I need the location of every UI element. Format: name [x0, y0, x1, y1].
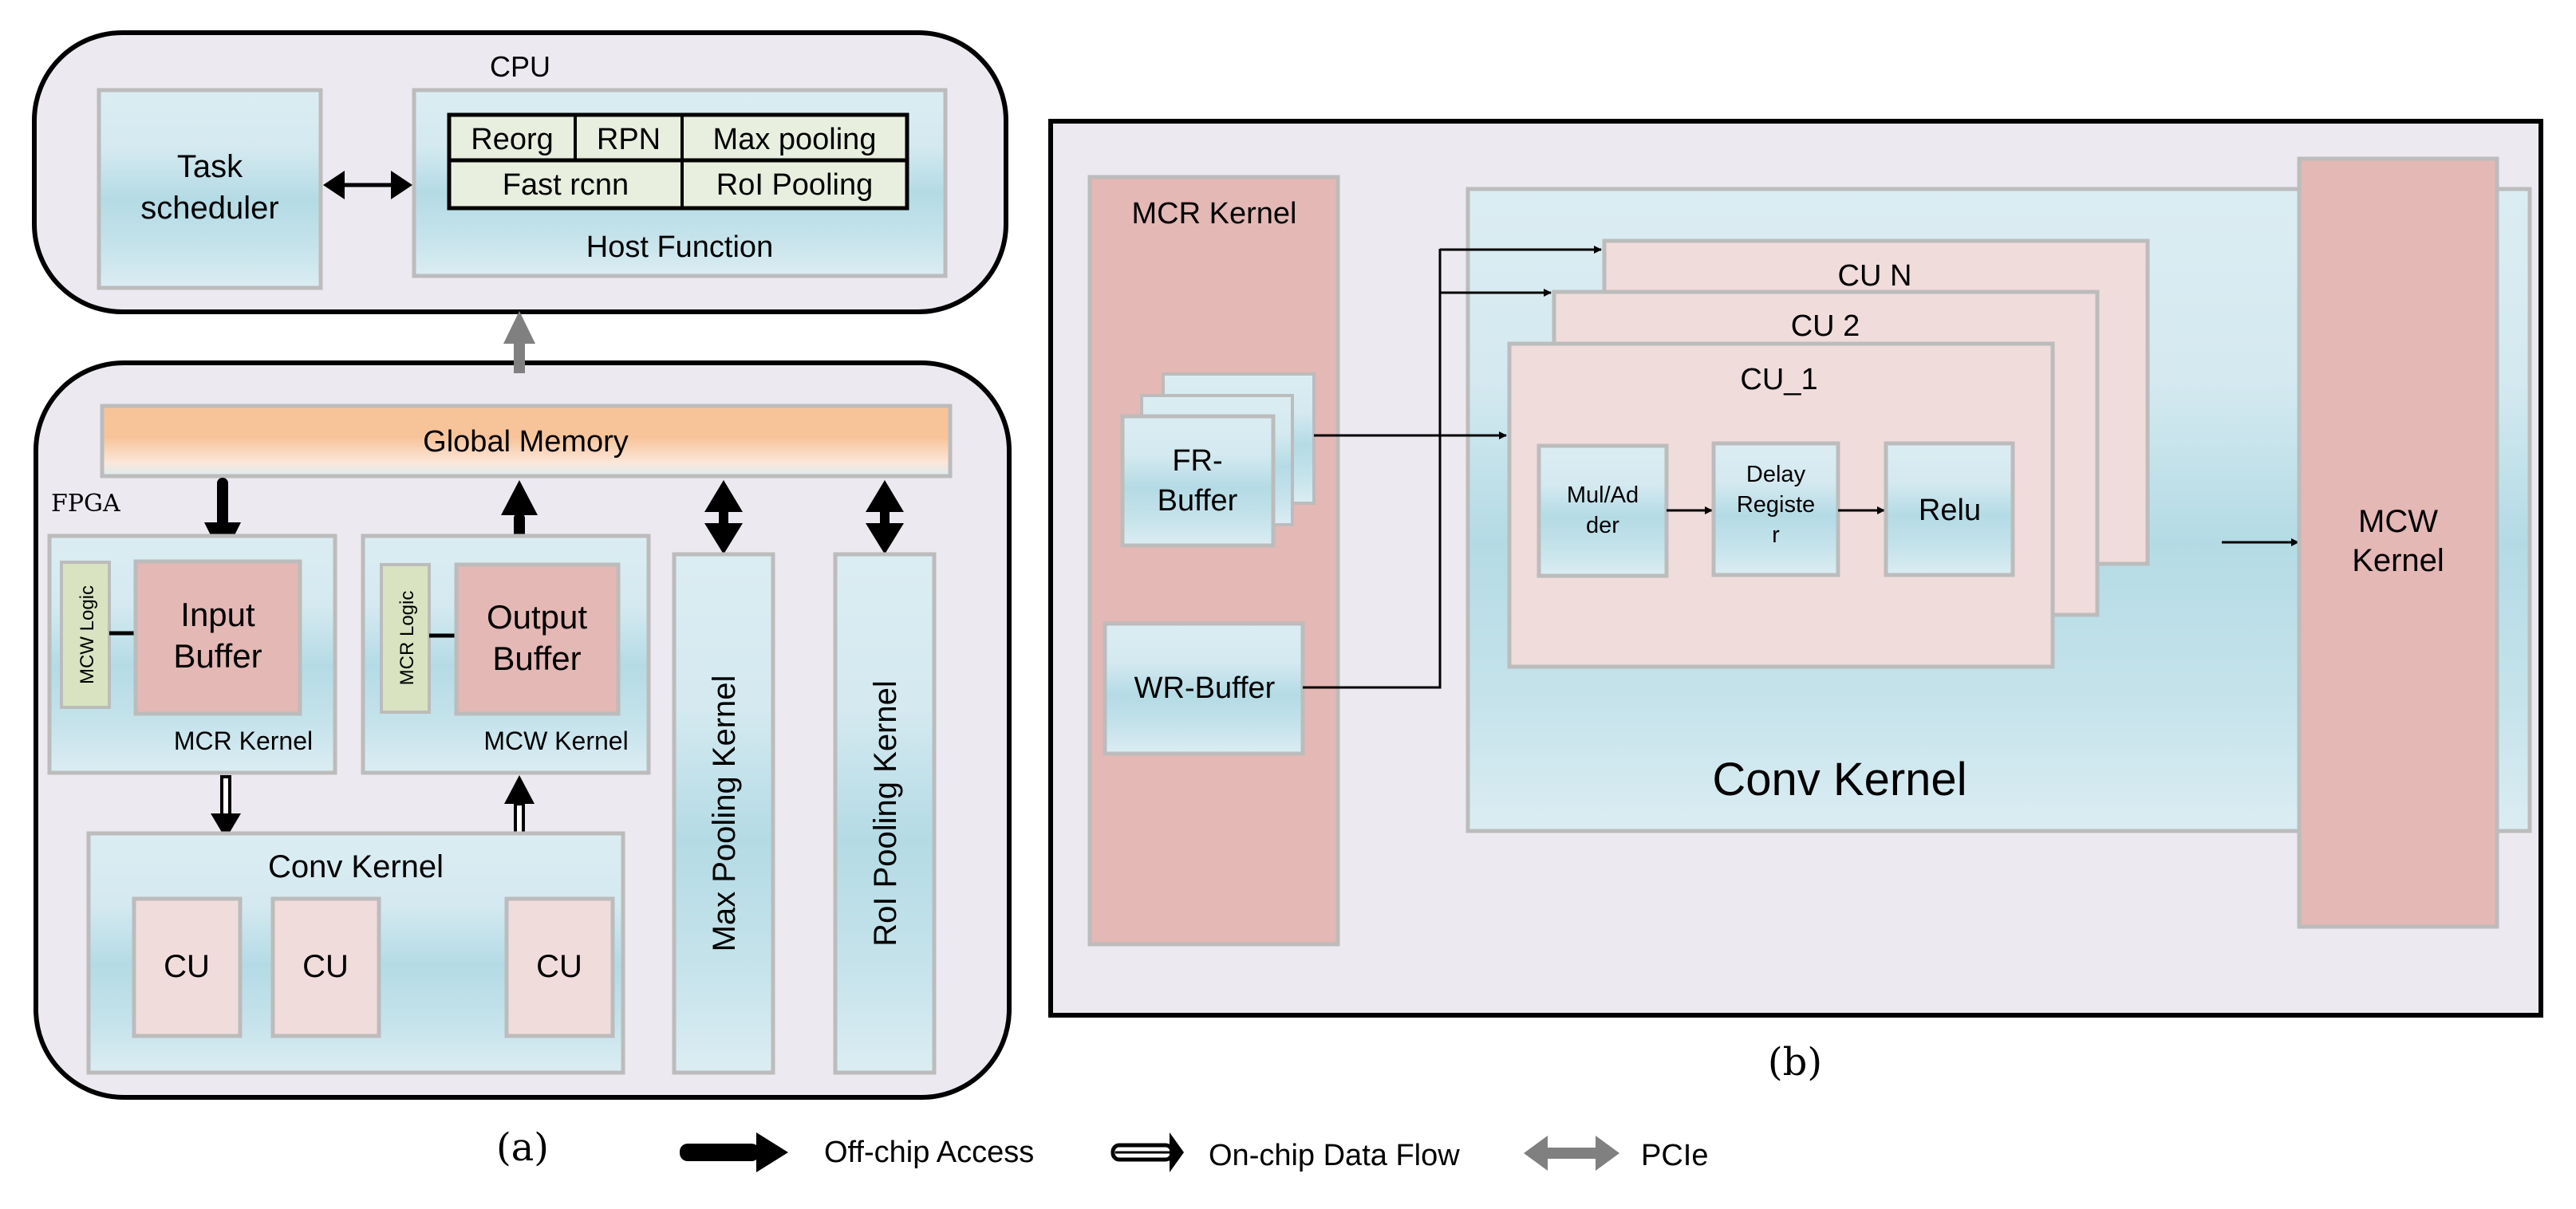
onchip-arrow-to-conv [211, 775, 241, 839]
conv-kernel-box-a: Conv Kernel CU CU CU [86, 831, 625, 1075]
fpga-label: FPGA [51, 490, 120, 518]
conv-kernel-label-b: Conv Kernel [1712, 754, 1967, 805]
cu-label: CU [164, 949, 210, 984]
mcr-kernel-box: MCW Logic Input Buffer MCR Kernel [47, 534, 337, 775]
task-scheduler-box: Task scheduler [97, 88, 323, 290]
mcw-kernel-box-b: MCW Kernel [2297, 156, 2499, 929]
table-cell-reorg: Reorg [471, 123, 554, 156]
delay-register-line2: Registe [1737, 492, 1815, 518]
mcr-logic-label: MCR Logic [396, 591, 418, 686]
max-pooling-kernel-box: Max Pooling Kernel [672, 552, 775, 1075]
output-buffer-line2: Buffer [492, 640, 581, 677]
scheduler-host-arrow [323, 171, 412, 199]
legend-item-pcie: PCIe [1524, 1136, 1708, 1172]
offchip-arrow-max-pooling [704, 480, 743, 554]
table-cell-fast-rcnn: Fast rcnn [503, 168, 629, 202]
panel-b: MCR Kernel FR- Buffer WR-Buffer CU N [1048, 119, 2543, 1085]
output-buffer-line1: Output [487, 598, 587, 636]
mcw-logic-label: MCW Logic [77, 585, 98, 684]
cu-label: CU [302, 949, 349, 984]
mul-adder-line1: Mul/Ad [1567, 482, 1639, 508]
delay-register-line3: r [1772, 522, 1780, 548]
cu-1-block: CU_1 Mul/Ad der Delay Registe r Relu [1507, 341, 2055, 669]
fr-buffer-line2: Buffer [1158, 484, 1238, 518]
input-buffer-line2: Buffer [173, 637, 262, 675]
offchip-arrow-icon [680, 1144, 759, 1161]
pcie-arrow-icon [1524, 1136, 1619, 1171]
mcr-logic-block [380, 563, 431, 714]
input-buffer-block [133, 559, 302, 716]
table-cell-roi-pooling: RoI Pooling [716, 168, 873, 202]
legend-item-offchip: Off-chip Access [680, 1132, 1034, 1172]
roi-pooling-kernel-box: RoI Pooling Kernel [833, 552, 937, 1075]
mcw-kernel-line1: MCW [2358, 504, 2438, 539]
cpu-label: CPU [490, 50, 550, 83]
legend-label-pcie: PCIe [1641, 1139, 1708, 1172]
cu-n-label: CU N [1838, 259, 1912, 293]
mcw-kernel-line2: Kernel [2352, 543, 2444, 578]
host-function-table: Reorg RPN Max pooling Fast rcnn RoI Pool… [447, 112, 909, 211]
fr-buffer-line1: FR- [1172, 444, 1222, 478]
caption-b: (b) [1768, 1040, 1822, 1085]
offchip-arrow-roi-pooling [866, 480, 904, 554]
wr-buffer-to-cus-connector [1303, 246, 1602, 689]
cu-block: CU [270, 896, 381, 1038]
cu-label: CU [536, 949, 582, 984]
caption-a: (a) [496, 1125, 549, 1170]
host-function-label: Host Function [586, 230, 773, 264]
max-pooling-kernel-label: Max Pooling Kernel [707, 675, 742, 952]
mcr-kernel-label-b: MCR Kernel [1132, 197, 1297, 230]
global-memory-box: Global Memory [100, 404, 953, 478]
delay-register-unit: Delay Registe r [1711, 441, 1840, 577]
roi-pooling-kernel-label: RoI Pooling Kernel [868, 680, 903, 947]
table-cell-max-pooling: Max pooling [713, 123, 877, 156]
mcw-logic-block [60, 561, 111, 709]
table-cell-rpn: RPN [597, 123, 661, 156]
cu-1-label: CU_1 [1740, 363, 1817, 396]
task-scheduler-line1: Task [177, 149, 243, 184]
fr-buffer-stack: FR- Buffer [1120, 372, 1316, 548]
legend-label-offchip: Off-chip Access [824, 1136, 1034, 1169]
mcw-kernel-label: MCW Kernel [483, 727, 628, 755]
output-buffer-block [454, 562, 621, 716]
global-memory-label: Global Memory [423, 425, 629, 459]
mcr-kernel-box-b: MCR Kernel FR- Buffer WR-Buffer [1087, 175, 1340, 947]
cu-2-label: CU 2 [1791, 309, 1860, 343]
panel-a: CPU Task scheduler Reorg [32, 30, 1012, 1170]
mcr-kernel-label: MCR Kernel [174, 727, 313, 755]
mul-adder-unit: Mul/Ad der [1537, 443, 1669, 578]
input-buffer-line1: Input [180, 596, 255, 633]
mcw-kernel-box: MCR Logic Output Buffer MCW Kernel [361, 534, 651, 775]
cu-block: CU [504, 896, 615, 1038]
conv-kernel-box-b: CU N CU 2 CU_1 Mul/Ad der Delay Regis [1466, 187, 2532, 833]
legend-item-onchip: On-chip Data Flow [1110, 1132, 1460, 1172]
fpga-container: Global Memory FPGA [34, 357, 1012, 1100]
delay-register-line1: Delay [1746, 462, 1806, 487]
wr-buffer-box: WR-Buffer [1103, 621, 1305, 756]
cpu-container: CPU Task scheduler Reorg [32, 30, 1008, 314]
wr-buffer-label: WR-Buffer [1134, 671, 1276, 705]
host-function-box: Reorg RPN Max pooling Fast rcnn RoI Pool… [412, 88, 948, 278]
relu-unit: Relu [1884, 441, 2015, 577]
legend: Off-chip Access On-chip Data Flow PCIe [680, 1132, 1708, 1172]
legend-label-onchip: On-chip Data Flow [1209, 1139, 1460, 1172]
task-scheduler-line2: scheduler [140, 191, 278, 226]
mul-adder-line2: der [1586, 513, 1619, 538]
relu-label: Relu [1919, 494, 1981, 527]
conv-kernel-label-a: Conv Kernel [268, 849, 444, 884]
cu-block: CU [132, 896, 243, 1038]
